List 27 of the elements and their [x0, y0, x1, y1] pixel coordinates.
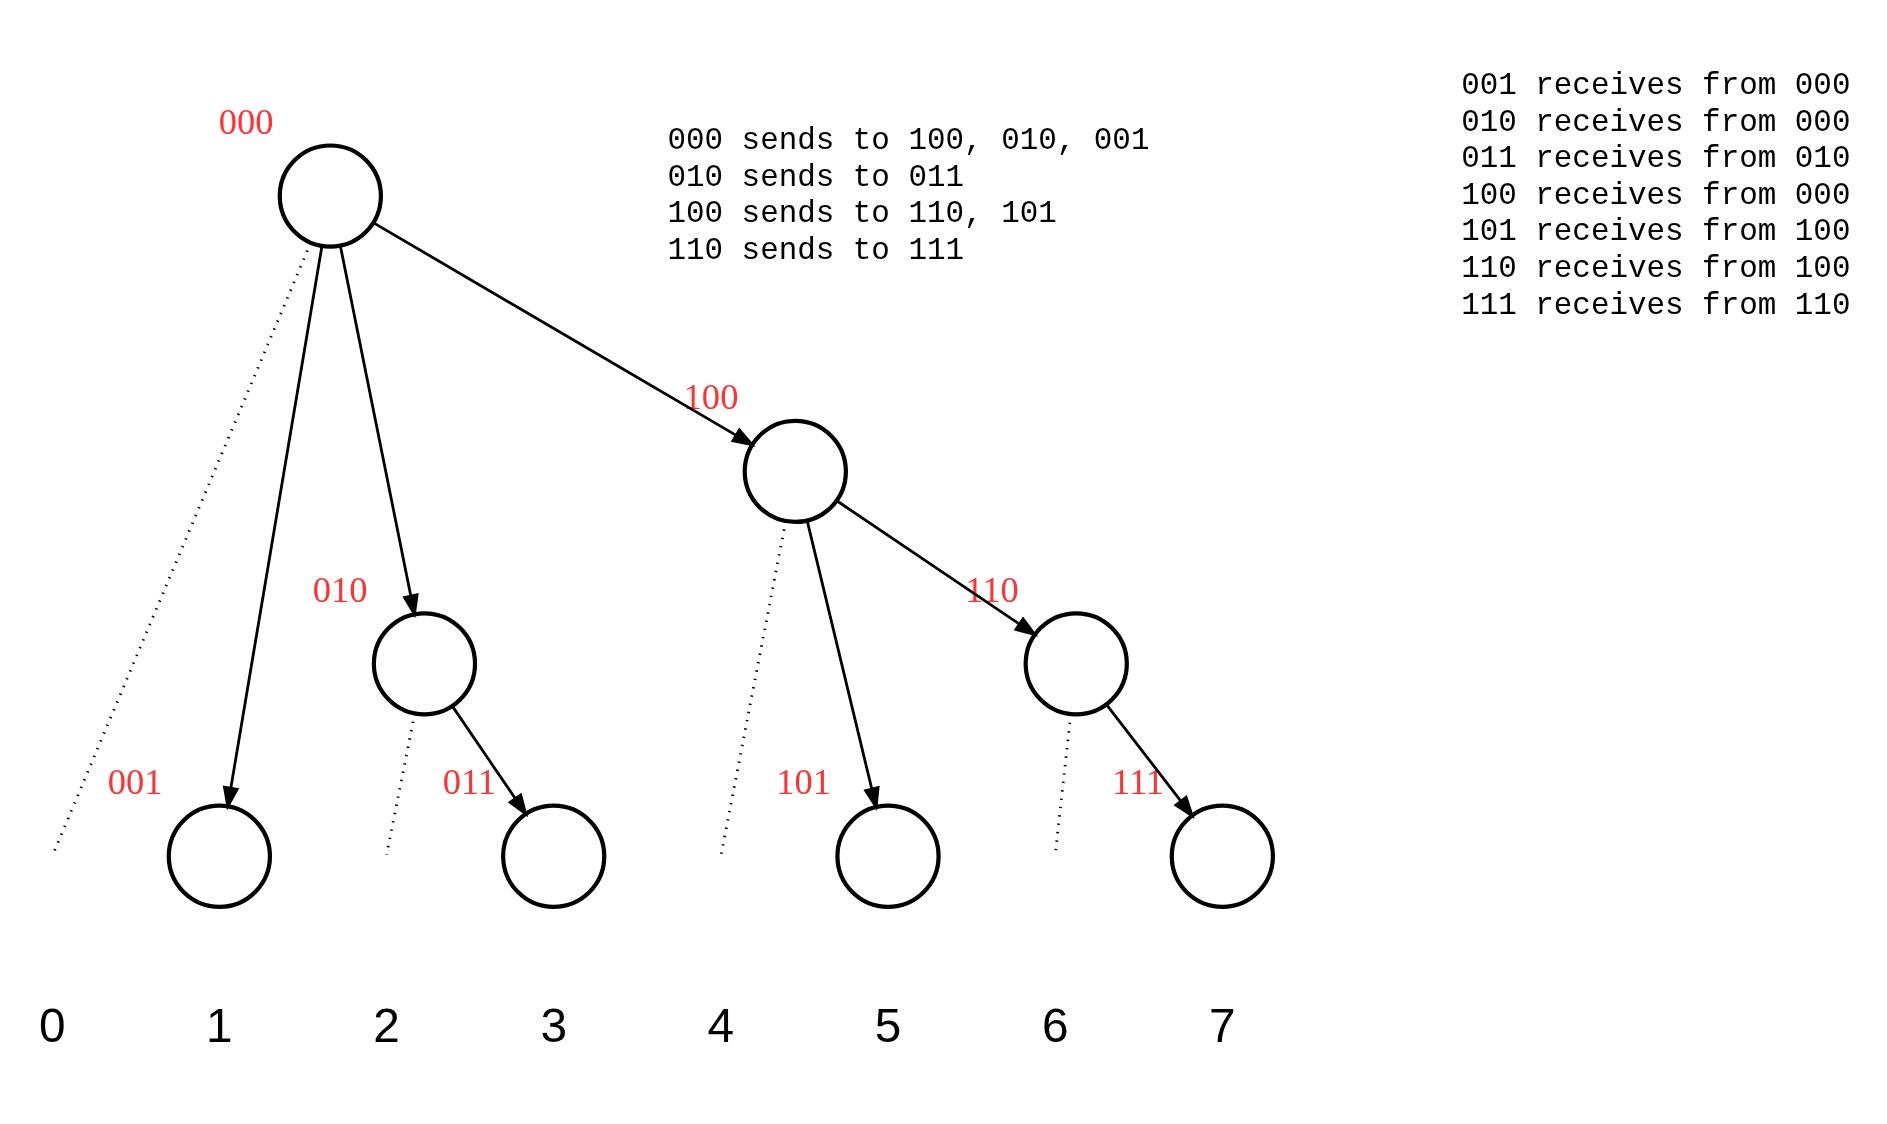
label: 5: [874, 999, 902, 1052]
node-label: 001: [107, 761, 163, 803]
label: 111 receives from 110: [1461, 287, 1851, 323]
node-label: 011: [442, 761, 497, 803]
node-label: 010: [312, 568, 368, 610]
label: 7: [1209, 999, 1236, 1052]
label: 110 receives from 100: [1461, 250, 1851, 286]
node-label: 101: [776, 761, 832, 803]
label: 110 sends to 111: [667, 232, 965, 268]
label: 1: [206, 999, 233, 1052]
label: 2: [373, 999, 400, 1052]
label: 100 receives from 000: [1461, 177, 1851, 213]
label: 000 sends to 100, 010, 001: [667, 123, 1150, 159]
label: 6: [1041, 999, 1069, 1052]
label: 0: [38, 999, 66, 1052]
node-label: 100: [683, 376, 739, 418]
label: 001 receives from 000: [1461, 68, 1851, 104]
label: 011 receives from 010: [1461, 141, 1851, 177]
label: 3: [540, 999, 567, 1052]
node-label: 111: [1112, 761, 1165, 803]
label: 010 receives from 000: [1461, 104, 1851, 140]
node-label: 000: [218, 100, 274, 142]
label: 010 sends to 011: [667, 159, 965, 195]
label: 4: [707, 999, 735, 1052]
label: 100 sends to 110, 101: [667, 196, 1057, 232]
label: 101 receives from 100: [1461, 214, 1851, 250]
node-label: 110: [965, 568, 1019, 610]
